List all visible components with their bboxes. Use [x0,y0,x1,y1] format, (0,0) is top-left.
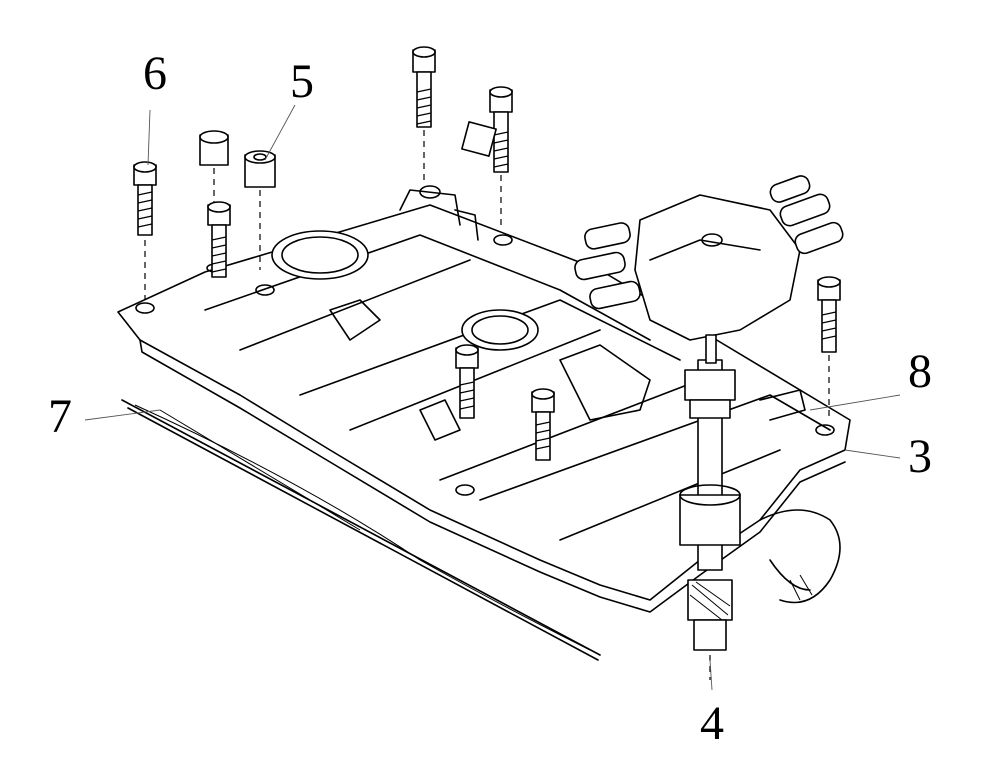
cap-5b [244,150,276,270]
callout-4: 4 [700,697,724,750]
callout-6: 6 [143,47,167,100]
bolt-right [817,276,841,420]
callout-3: 3 [908,430,932,483]
leader-6 [147,109,151,166]
cap-5a [199,130,229,205]
bolt-top-right [461,86,513,228]
bolt-center-lower-b [531,388,555,461]
leader-5 [264,104,296,161]
distributor-cap [574,175,844,341]
leader-4 [709,659,713,691]
callout-7: 7 [48,390,72,443]
drive-shaft [679,334,741,680]
bolt-top-center [412,46,436,180]
leader-7 [84,409,161,421]
wiring-harness [759,509,841,604]
bolt-6 [133,161,157,300]
leader-lines [84,104,901,691]
callout-8: 8 [908,345,932,398]
leader-8 [809,394,901,411]
gasket [121,399,601,661]
leader-3 [844,449,901,459]
bolt-mid-left [207,201,231,278]
callout-5: 5 [290,55,314,108]
bolt-center-lower-a [455,344,479,419]
